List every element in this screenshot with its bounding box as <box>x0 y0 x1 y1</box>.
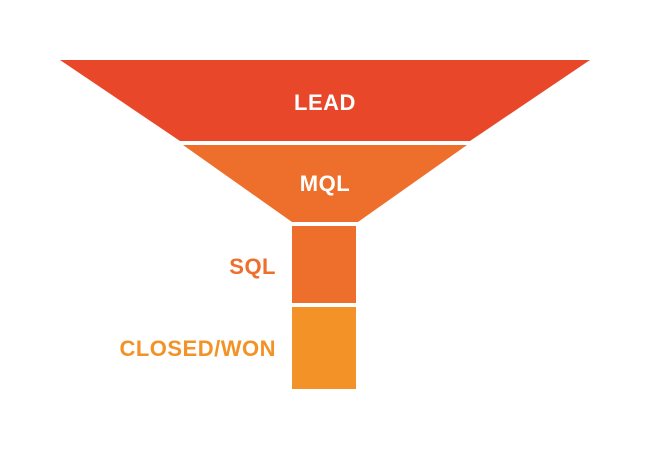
funnel-stage-sql-shape <box>292 226 356 303</box>
funnel-stage-mql-shape <box>183 145 467 222</box>
funnel-stage-sql-label: SQL <box>229 254 276 279</box>
funnel-stage-mql-label: MQL <box>299 171 351 196</box>
funnel-stage-lead-shape <box>60 60 590 141</box>
funnel-stage-closed-won-shape <box>292 307 356 389</box>
funnel-stage-closed-won-label: CLOSED/WON <box>119 336 276 361</box>
funnel-stage-lead-label: LEAD <box>294 90 356 115</box>
